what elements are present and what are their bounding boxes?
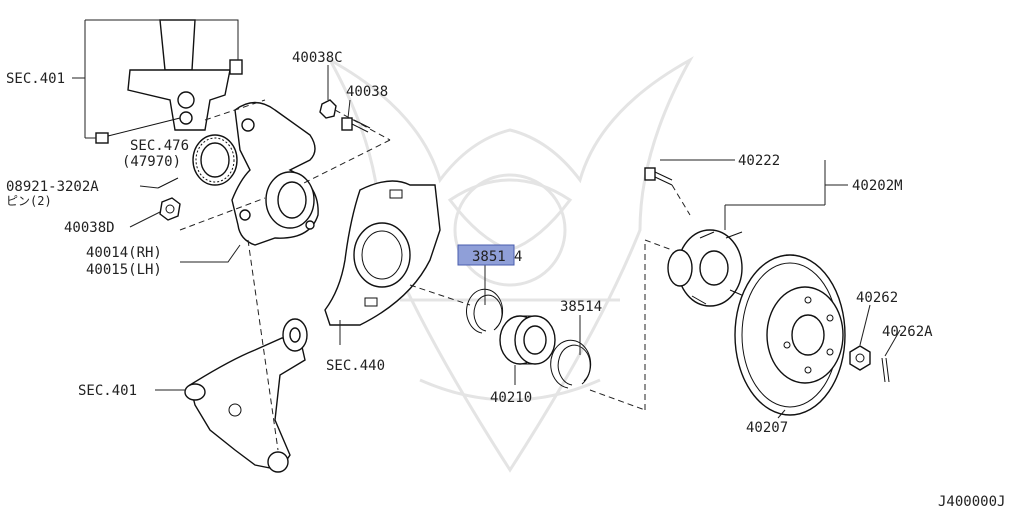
assembly-guide-lines [179,99,691,451]
wheel-hub-40202m[interactable] [667,229,745,307]
label-47970: (47970) [122,154,181,170]
label-sec440[interactable]: SEC.440 [326,358,385,374]
cotter-pin-40262a[interactable] [881,357,890,383]
steering-knuckle[interactable] [231,101,319,246]
part-labels: SEC.401 40038C 40038 SEC.476 (47970) 089… [6,50,1005,510]
hub-nut-40262[interactable] [849,345,871,371]
lower-control-arm[interactable] [184,318,308,473]
label-sec401-bottom[interactable]: SEC.401 [78,383,137,399]
label-40262[interactable]: 40262 [856,290,898,306]
snap-ring-38514-outer[interactable] [550,339,592,389]
label-40207[interactable]: 40207 [746,420,788,436]
label-40210[interactable]: 40210 [490,390,532,406]
bolt-40038[interactable] [341,117,371,133]
abs-sensor-ring[interactable] [192,134,238,186]
brake-rotor-40207[interactable] [734,254,846,416]
dust-shield[interactable] [324,180,441,326]
highlighted-part-marker[interactable] [457,244,515,266]
nut-40038c[interactable] [319,99,337,119]
hub-bolt-40222[interactable] [644,167,673,186]
label-sec401-top[interactable]: SEC.401 [6,71,65,87]
label-40202m[interactable]: 40202M [852,178,903,194]
label-40038[interactable]: 40038 [346,84,388,100]
label-sec476[interactable]: SEC.476 [130,138,189,154]
label-08921-3202a[interactable]: 08921-3202A [6,179,99,195]
label-40222[interactable]: 40222 [738,153,780,169]
label-40038d[interactable]: 40038D [64,220,115,236]
wheel-bearing-40210[interactable] [499,315,556,365]
label-40262a[interactable]: 40262A [882,324,933,340]
label-38514-highlighted-tail: 4 [514,249,522,265]
label-pin-qty: ピン(2) [6,194,52,208]
label-40014-rh[interactable]: 40014(RH) [86,245,162,261]
diagram-code: J400000J [938,494,1005,510]
label-38514-highlighted[interactable]: 3851 [472,249,506,265]
strut-assembly[interactable] [95,19,243,144]
pin-08921[interactable] [157,177,179,189]
nut-40038d[interactable] [159,197,181,221]
leader-lines [72,19,901,419]
label-40038c[interactable]: 40038C [292,50,343,66]
label-38514[interactable]: 38514 [560,299,602,315]
label-40015-lh[interactable]: 40015(LH) [86,262,162,278]
